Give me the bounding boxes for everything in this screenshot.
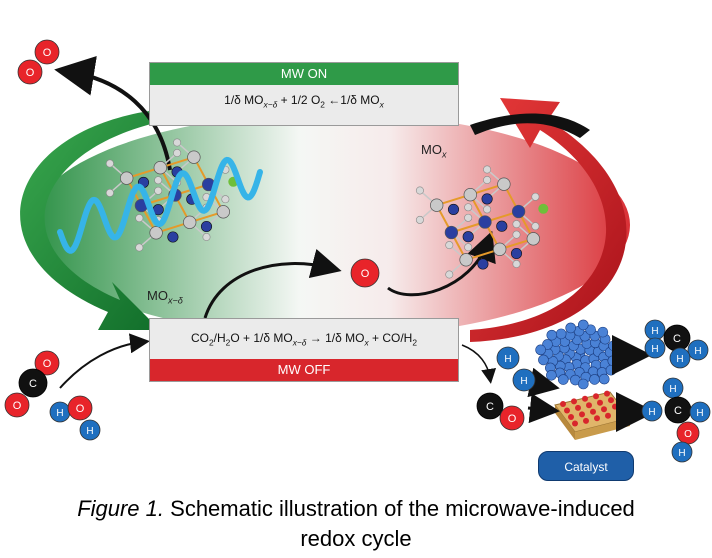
label-mo-reduced: MOx−δ xyxy=(147,288,183,306)
reaction-box-mw-on: MW ON 1/δ MOx−δ + 1/2 O2 ←1/δ MOx xyxy=(149,62,459,126)
o-transfer-arrow xyxy=(203,248,342,319)
oxygen-release-equation: 1/δ MOx−δ + 1/2 O2 ←1/δ MOx xyxy=(224,93,384,110)
svg-text:H: H xyxy=(696,408,703,419)
svg-text:O: O xyxy=(508,413,517,425)
svg-text:H: H xyxy=(520,376,527,387)
caption-figure-label: Figure 1. xyxy=(77,496,165,521)
mw-off-bar: MW OFF xyxy=(150,359,458,381)
svg-text:O: O xyxy=(43,47,52,59)
reaction-box-mw-off: CO2/H2O + 1/δ MOx−δ → 1/δ MOx + CO/H2 MW… xyxy=(149,318,459,382)
svg-text:O: O xyxy=(361,268,370,280)
svg-text:H: H xyxy=(676,354,683,365)
svg-text:H: H xyxy=(669,384,676,395)
figure-caption: Figure 1. Schematic illustration of the … xyxy=(0,494,712,554)
svg-text:H: H xyxy=(678,448,685,459)
red-cycle-arrow xyxy=(470,98,627,342)
svg-text:C: C xyxy=(674,405,682,417)
reactant-input-arrow xyxy=(59,333,150,389)
svg-text:H: H xyxy=(86,426,93,437)
mw-on-bar: MW ON xyxy=(150,63,458,85)
reoxidation-equation: CO2/H2O + 1/δ MOx−δ → 1/δ MOx + CO/H2 xyxy=(190,331,418,348)
catalyst-support xyxy=(554,390,631,440)
caption-text: Schematic illustration of the microwave-… xyxy=(170,496,635,551)
svg-text:C: C xyxy=(486,401,494,413)
svg-text:O: O xyxy=(43,358,52,370)
svg-text:O: O xyxy=(684,429,692,440)
svg-text:H: H xyxy=(504,354,511,365)
microwave-wave xyxy=(57,156,263,254)
svg-text:H: H xyxy=(651,326,658,337)
catalyst-cluster xyxy=(535,319,624,390)
o-uptake-arrow xyxy=(387,230,496,297)
svg-text:C: C xyxy=(673,333,681,345)
catalyst-arrows xyxy=(527,335,656,432)
svg-text:C: C xyxy=(29,378,37,390)
green-cycle-arrow xyxy=(20,108,180,330)
svg-text:H: H xyxy=(651,344,658,355)
svg-text:H: H xyxy=(648,407,655,418)
catalyst-badge: Catalyst xyxy=(538,451,634,481)
svg-text:O: O xyxy=(13,400,22,412)
svg-text:H: H xyxy=(56,408,63,419)
product-output-arrow xyxy=(461,344,497,384)
label-mo-oxidized: MOx xyxy=(421,142,447,160)
svg-text:H: H xyxy=(694,346,701,357)
lattice-oxidized xyxy=(415,165,549,279)
svg-text:O: O xyxy=(26,67,35,79)
svg-text:O: O xyxy=(76,403,85,415)
o2-release-arrow xyxy=(54,56,172,171)
